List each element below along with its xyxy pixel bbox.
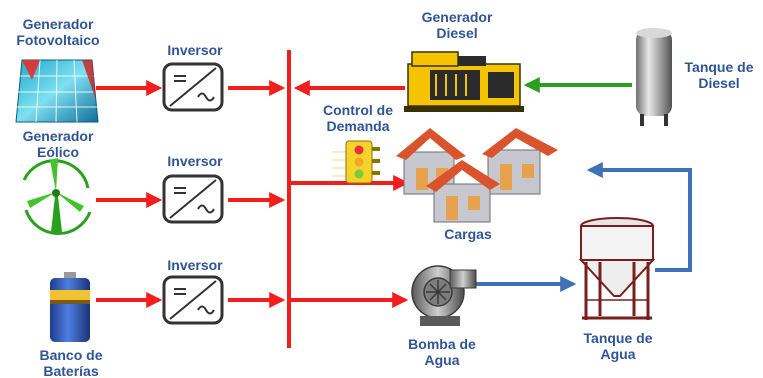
traffic-light-icon — [332, 140, 380, 184]
solar-panel-icon — [15, 59, 99, 123]
battery-bank-label: Banco de Baterías — [39, 347, 103, 378]
inverter-1-label: Inversor — [167, 42, 223, 58]
diesel-generator-label: Generador Diesel — [421, 9, 493, 41]
house-2 — [482, 128, 558, 195]
house-3 — [426, 160, 500, 223]
tank-to-loads-line — [586, 162, 692, 272]
inverter-2 — [162, 174, 224, 224]
loads-label: Cargas — [444, 226, 492, 242]
power-lines — [96, 50, 410, 348]
inverter-3 — [162, 275, 224, 325]
pv-generator-label: Generador Fotovoltaico — [16, 16, 100, 48]
houses-icon — [396, 128, 558, 223]
water-lines — [474, 162, 692, 292]
demand-control-label: Control de Demanda — [323, 102, 393, 134]
wind-turbine-icon — [22, 158, 92, 236]
inverter-3-label: Inversor — [167, 257, 223, 273]
inverter-1 — [162, 62, 224, 112]
diesel-generator-icon — [404, 51, 524, 112]
wind-generator-label: Generador Eólico — [22, 128, 94, 160]
fuel-tank-icon — [636, 28, 672, 126]
water-tank-icon — [578, 217, 656, 320]
battery-icon — [50, 272, 90, 342]
water-pump-label: Bomba de Agua — [408, 336, 476, 368]
inverter-2-label: Inversor — [167, 153, 223, 169]
water-tank-label: Tanque de Agua — [583, 330, 653, 362]
diesel-tank-label: Tanque de Diesel — [684, 59, 754, 91]
water-pump-icon — [411, 265, 477, 326]
